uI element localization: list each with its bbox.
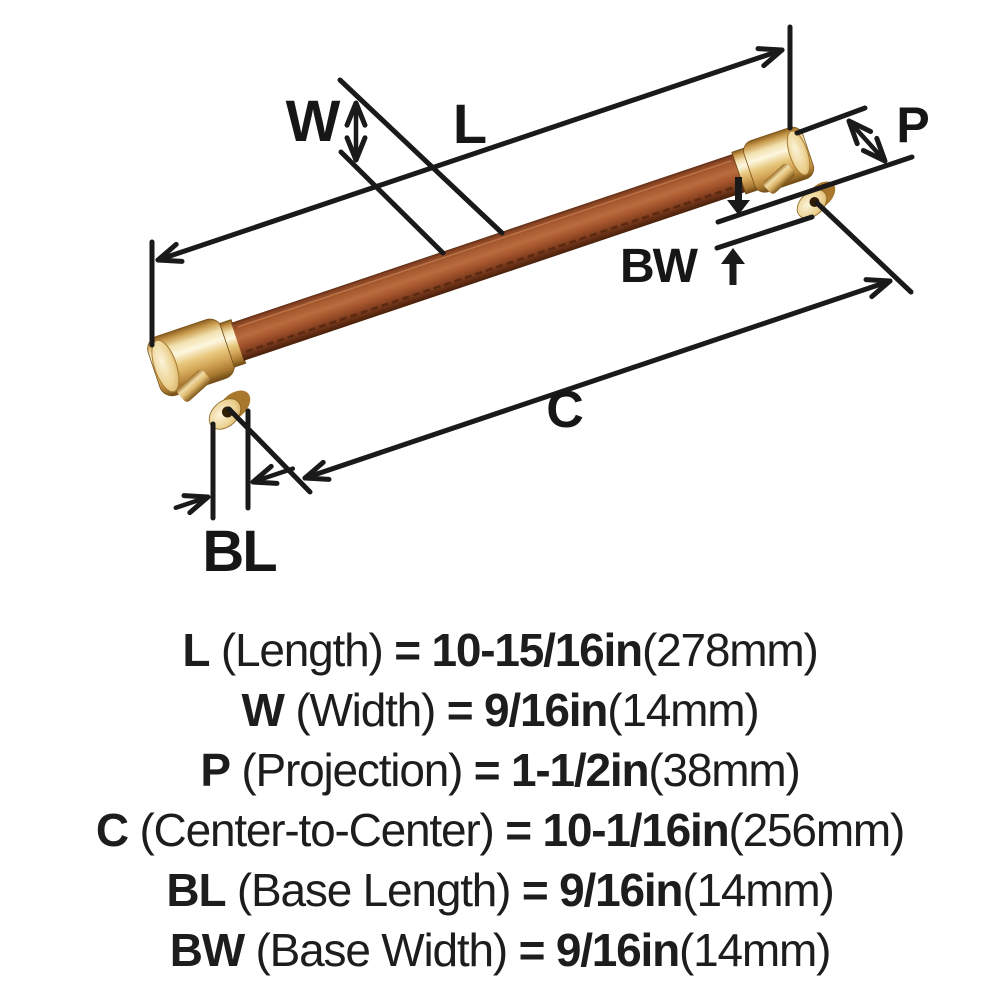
arrowhead	[846, 118, 874, 147]
leather-stitching	[245, 184, 741, 353]
spec-name: (Width)	[283, 684, 447, 736]
spec-symbol: BW	[169, 924, 245, 976]
label-base-length: BL	[202, 519, 276, 584]
spec-row: C (Center-to-Center) = 10-1/16in(256mm)	[0, 800, 1000, 860]
handle-body	[147, 126, 815, 397]
spec-metric: (14mm)	[607, 684, 759, 736]
spec-name: (Projection)	[229, 744, 474, 796]
label-projection: P	[896, 97, 929, 153]
handle-dimension-drawing: W L P BW C BL	[147, 24, 930, 584]
spec-value: = 9/16in	[446, 684, 609, 736]
length-dimension-line	[155, 47, 785, 263]
arrowhead	[181, 493, 211, 516]
spec-name: (Length)	[209, 624, 395, 676]
leather-highlight	[237, 160, 732, 328]
spec-value: = 9/16in	[518, 924, 681, 976]
spec-symbol: P	[200, 744, 231, 796]
arrowhead	[155, 241, 185, 264]
spec-name: (Base Length)	[225, 864, 522, 916]
spec-symbol: C	[95, 804, 129, 856]
base-length-right-arrow-shaft	[250, 466, 296, 485]
dimension-labels: W L P BW C BL	[202, 89, 929, 584]
leather-bar	[231, 153, 747, 361]
spec-value: = 10-15/16in	[394, 624, 643, 676]
spec-row: BL (Base Length) = 9/16in(14mm)	[0, 860, 1000, 920]
base-width-line-lower	[714, 214, 815, 251]
spec-metric: (38mm)	[648, 744, 800, 796]
projection-line-lower	[715, 154, 915, 225]
spec-row: P (Projection) = 1-1/2in(38mm)	[0, 740, 1000, 800]
spec-row: BW (Base Width) = 9/16in(14mm)	[0, 920, 1000, 980]
spec-list: L (Length) = 10-15/16in(278mm) W (Width)…	[0, 620, 1000, 980]
arrowhead	[755, 46, 785, 69]
width-extension-line-1	[337, 77, 505, 236]
spec-name: (Center-to-Center)	[127, 804, 506, 856]
right-center-extension-line	[814, 200, 914, 295]
projection-arrow-shaft	[846, 118, 888, 164]
projection-line-upper	[794, 105, 868, 136]
spec-name: (Base Width)	[243, 924, 519, 976]
spec-symbol: L	[182, 624, 210, 676]
spec-metric: (14mm)	[679, 924, 831, 976]
arrowhead	[344, 100, 368, 128]
left-cap-face	[151, 339, 180, 393]
right-cap-face	[786, 130, 811, 176]
label-length: L	[453, 92, 487, 155]
spec-symbol: BL	[166, 864, 226, 916]
spec-symbol: W	[241, 684, 285, 736]
arrowhead	[863, 277, 893, 300]
spec-value: = 9/16in	[521, 864, 684, 916]
spec-metric: (256mm)	[728, 804, 906, 856]
spec-value: = 10-1/16in	[505, 804, 730, 856]
label-center: C	[546, 381, 584, 439]
width-extension-line-2	[338, 149, 446, 256]
arrowhead	[302, 459, 332, 482]
dimension-lines	[149, 24, 915, 521]
spec-value: = 1-1/2in	[473, 744, 650, 796]
label-width: W	[286, 89, 341, 154]
spec-metric: (14mm)	[682, 864, 834, 916]
left-post	[177, 369, 251, 430]
arrowhead	[860, 135, 888, 164]
spec-row: L (Length) = 10-15/16in(278mm)	[0, 620, 1000, 680]
spec-row: W (Width) = 9/16in(14mm)	[0, 680, 1000, 740]
base-width-down-arrow	[727, 177, 750, 215]
arrowhead	[344, 135, 368, 163]
left-center-extension-line	[226, 406, 313, 495]
handle-illustration	[147, 126, 836, 430]
spec-metric: (278mm)	[641, 624, 819, 676]
center-dimension-line	[302, 278, 893, 481]
arrowhead	[250, 463, 280, 486]
label-base-width: BW	[620, 240, 699, 293]
base-width-up-arrow	[721, 248, 745, 285]
